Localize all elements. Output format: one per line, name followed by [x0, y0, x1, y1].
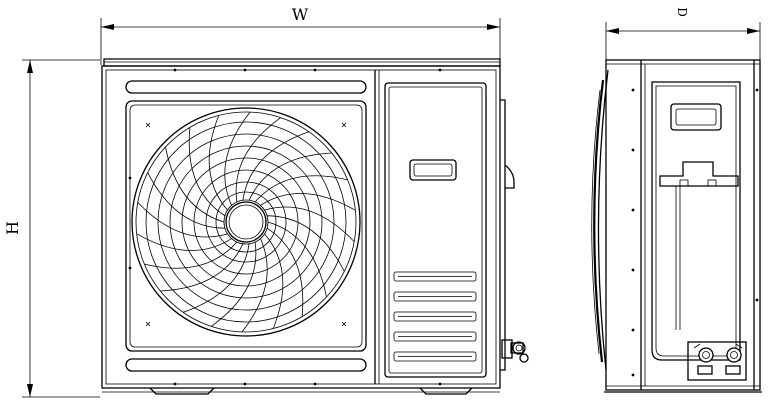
fan-spoke	[210, 241, 257, 327]
side-louvers	[393, 271, 477, 362]
height-label: H	[3, 221, 22, 235]
depth-label: D	[675, 7, 689, 17]
fan-ring	[205, 181, 287, 263]
fan-ring	[131, 107, 361, 337]
fan-ring	[181, 157, 311, 287]
fan-spoke	[160, 243, 244, 292]
fan-spoke	[267, 215, 345, 272]
fan-spoke	[144, 241, 238, 269]
fan-spoke	[254, 175, 348, 203]
front-handle	[409, 159, 457, 181]
side-view	[591, 59, 762, 393]
fan-spoke	[224, 111, 251, 206]
fan-spoke	[241, 238, 268, 333]
fan-spoke	[266, 227, 304, 317]
fan-ring	[215, 191, 277, 253]
width-dimension: W	[100, 5, 501, 65]
fan-hub	[225, 201, 267, 243]
fan-spoke	[188, 127, 226, 217]
fan-ring	[145, 121, 347, 323]
fan-spoke	[242, 131, 309, 201]
fan-spoke	[137, 202, 228, 238]
side-handle	[670, 103, 722, 131]
fan-grille	[131, 107, 361, 337]
fan-spoke	[235, 117, 282, 203]
louver-slot	[393, 271, 477, 282]
fan-hub	[228, 204, 264, 240]
front-valve	[501, 339, 529, 363]
fan-spoke	[264, 206, 355, 242]
fan-ring	[135, 111, 357, 333]
side-valves	[687, 341, 747, 381]
fan-spoke	[183, 243, 250, 313]
fan-spoke	[147, 172, 225, 229]
fan-spoke	[165, 146, 225, 223]
fan-spoke	[267, 221, 327, 298]
fan-spoke	[264, 233, 284, 329]
fan-ring	[157, 133, 335, 311]
front-view	[101, 58, 529, 395]
louver-slot	[393, 351, 477, 362]
fan-spoke	[136, 233, 232, 251]
louver-slot	[393, 311, 477, 322]
fan-spoke	[248, 152, 332, 201]
height-dimension: H	[3, 59, 100, 398]
louver-slot	[393, 331, 477, 342]
width-label: W	[292, 5, 309, 24]
fan-ring	[169, 145, 323, 299]
louver-slot	[393, 291, 477, 302]
fan-spoke	[260, 193, 356, 211]
depth-dimension: D	[605, 7, 761, 60]
fan-spoke	[208, 115, 228, 211]
